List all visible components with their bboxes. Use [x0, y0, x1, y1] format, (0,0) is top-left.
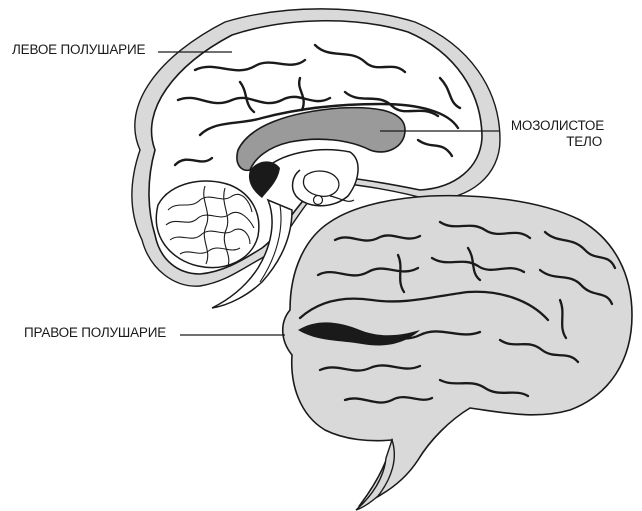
cerebellum	[155, 180, 260, 269]
left-hemisphere	[131, 8, 501, 309]
right-hemisphere-body	[281, 194, 633, 507]
brainstem	[211, 198, 293, 309]
right-hemisphere	[281, 194, 633, 511]
label-right-hemisphere: ПРАВОЕ ПОЛУШАРИЕ	[24, 325, 166, 340]
label-corpus-callosum-line1: МОЗОЛИСТОЕ	[510, 118, 604, 133]
label-left-hemisphere: ЛЕВОЕ ПОЛУШАРИЕ	[12, 42, 146, 57]
corpus-callosum	[236, 106, 406, 172]
label-corpus-callosum-line2: ТЕЛО	[566, 134, 602, 149]
